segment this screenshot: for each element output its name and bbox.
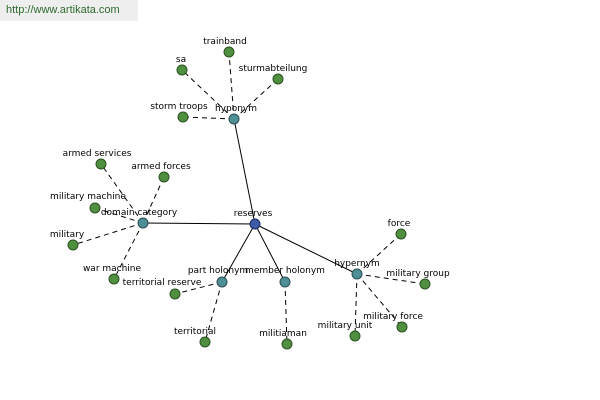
node-relation-hypernym[interactable] <box>351 268 363 280</box>
label-relation-member-holonym[interactable]: member holonym <box>245 266 325 276</box>
label-armed-services[interactable]: armed services <box>63 149 132 159</box>
node-force[interactable] <box>395 228 407 240</box>
label-relation-part-holonym[interactable]: part holonym <box>188 266 248 276</box>
edge-hyponym-to-trainband <box>228 51 235 120</box>
label-territorial-reserve[interactable]: territorial reserve <box>123 278 202 288</box>
node-armed-forces[interactable] <box>158 171 170 183</box>
node-relation-hyponym[interactable] <box>228 113 240 125</box>
label-military[interactable]: military <box>50 230 85 240</box>
node-territorial-reserve[interactable] <box>169 288 181 300</box>
node-relation-member-holonym[interactable] <box>279 276 291 288</box>
node-storm-troops[interactable] <box>177 111 189 123</box>
node-trainband[interactable] <box>223 46 235 58</box>
node-armed-services[interactable] <box>95 158 107 170</box>
edge-part-holonym-to-territorial <box>204 281 223 343</box>
label-military-force[interactable]: military force <box>363 312 423 322</box>
edge-hypernym-to-force <box>356 233 402 275</box>
node-military-unit[interactable] <box>349 330 361 342</box>
edge-domain-category-to-military <box>72 222 144 246</box>
watermark-url[interactable]: http://www.artikata.com <box>0 0 138 21</box>
edge-hypernym-to-military-force <box>356 273 403 328</box>
label-relation-hypernym[interactable]: hypernym <box>334 259 380 269</box>
edge-hyponym-to-sturmabteilung <box>233 78 279 120</box>
label-root[interactable]: reserves <box>234 209 273 219</box>
label-storm-troops[interactable]: storm troops <box>150 102 208 112</box>
edge-domain-category-to-armed-services <box>100 163 144 224</box>
edge-hypernym-to-military-group <box>356 273 426 285</box>
node-sa[interactable] <box>176 64 188 76</box>
node-war-machine[interactable] <box>108 273 120 285</box>
edge-root-to-part-holonym <box>221 223 256 283</box>
node-relation-domain-category[interactable] <box>137 217 149 229</box>
label-sa[interactable]: sa <box>176 55 186 65</box>
node-militiaman[interactable] <box>281 338 293 350</box>
edge-hyponym-to-sa <box>181 69 235 120</box>
node-root-reserves[interactable] <box>249 218 261 230</box>
edge-part-holonym-to-territorial-reserve <box>174 281 223 295</box>
graph-edges <box>72 51 426 345</box>
edge-member-holonym-to-militiaman <box>284 281 288 345</box>
edge-domain-category-to-war-machine <box>113 222 144 280</box>
graph-nodes <box>67 46 431 350</box>
label-armed-forces[interactable]: armed forces <box>131 162 191 172</box>
node-territorial[interactable] <box>199 336 211 348</box>
edge-root-to-domain-category <box>142 222 256 225</box>
label-military-unit[interactable]: military unit <box>318 321 373 331</box>
label-military-machine[interactable]: military machine <box>50 192 126 202</box>
label-military-group[interactable]: military group <box>386 269 450 279</box>
label-sturmabteilung[interactable]: sturmabteilung <box>239 64 308 74</box>
label-trainband[interactable]: trainband <box>203 37 247 47</box>
node-sturmabteilung[interactable] <box>272 73 284 85</box>
edge-hyponym-to-storm-troops <box>182 116 235 120</box>
label-war-machine[interactable]: war machine <box>83 264 142 274</box>
edge-root-to-hypernym <box>254 223 358 275</box>
edge-root-to-member-holonym <box>254 223 286 283</box>
node-relation-part-holonym[interactable] <box>216 276 228 288</box>
node-military[interactable] <box>67 239 79 251</box>
edge-root-to-hyponym <box>233 118 256 225</box>
edge-hypernym-to-military-unit <box>354 273 358 337</box>
label-relation-domain-category[interactable]: domain category <box>101 208 178 218</box>
label-territorial[interactable]: territorial <box>174 327 216 337</box>
graph-labels: reserves hyponym trainband sa sturmabteilung… <box>50 37 450 339</box>
node-military-machine[interactable] <box>89 202 101 214</box>
label-militiaman[interactable]: militiaman <box>259 329 307 339</box>
label-relation-hyponym[interactable]: hyponym <box>215 104 257 114</box>
label-force[interactable]: force <box>388 219 411 229</box>
node-military-group[interactable] <box>419 278 431 290</box>
node-military-force[interactable] <box>396 321 408 333</box>
